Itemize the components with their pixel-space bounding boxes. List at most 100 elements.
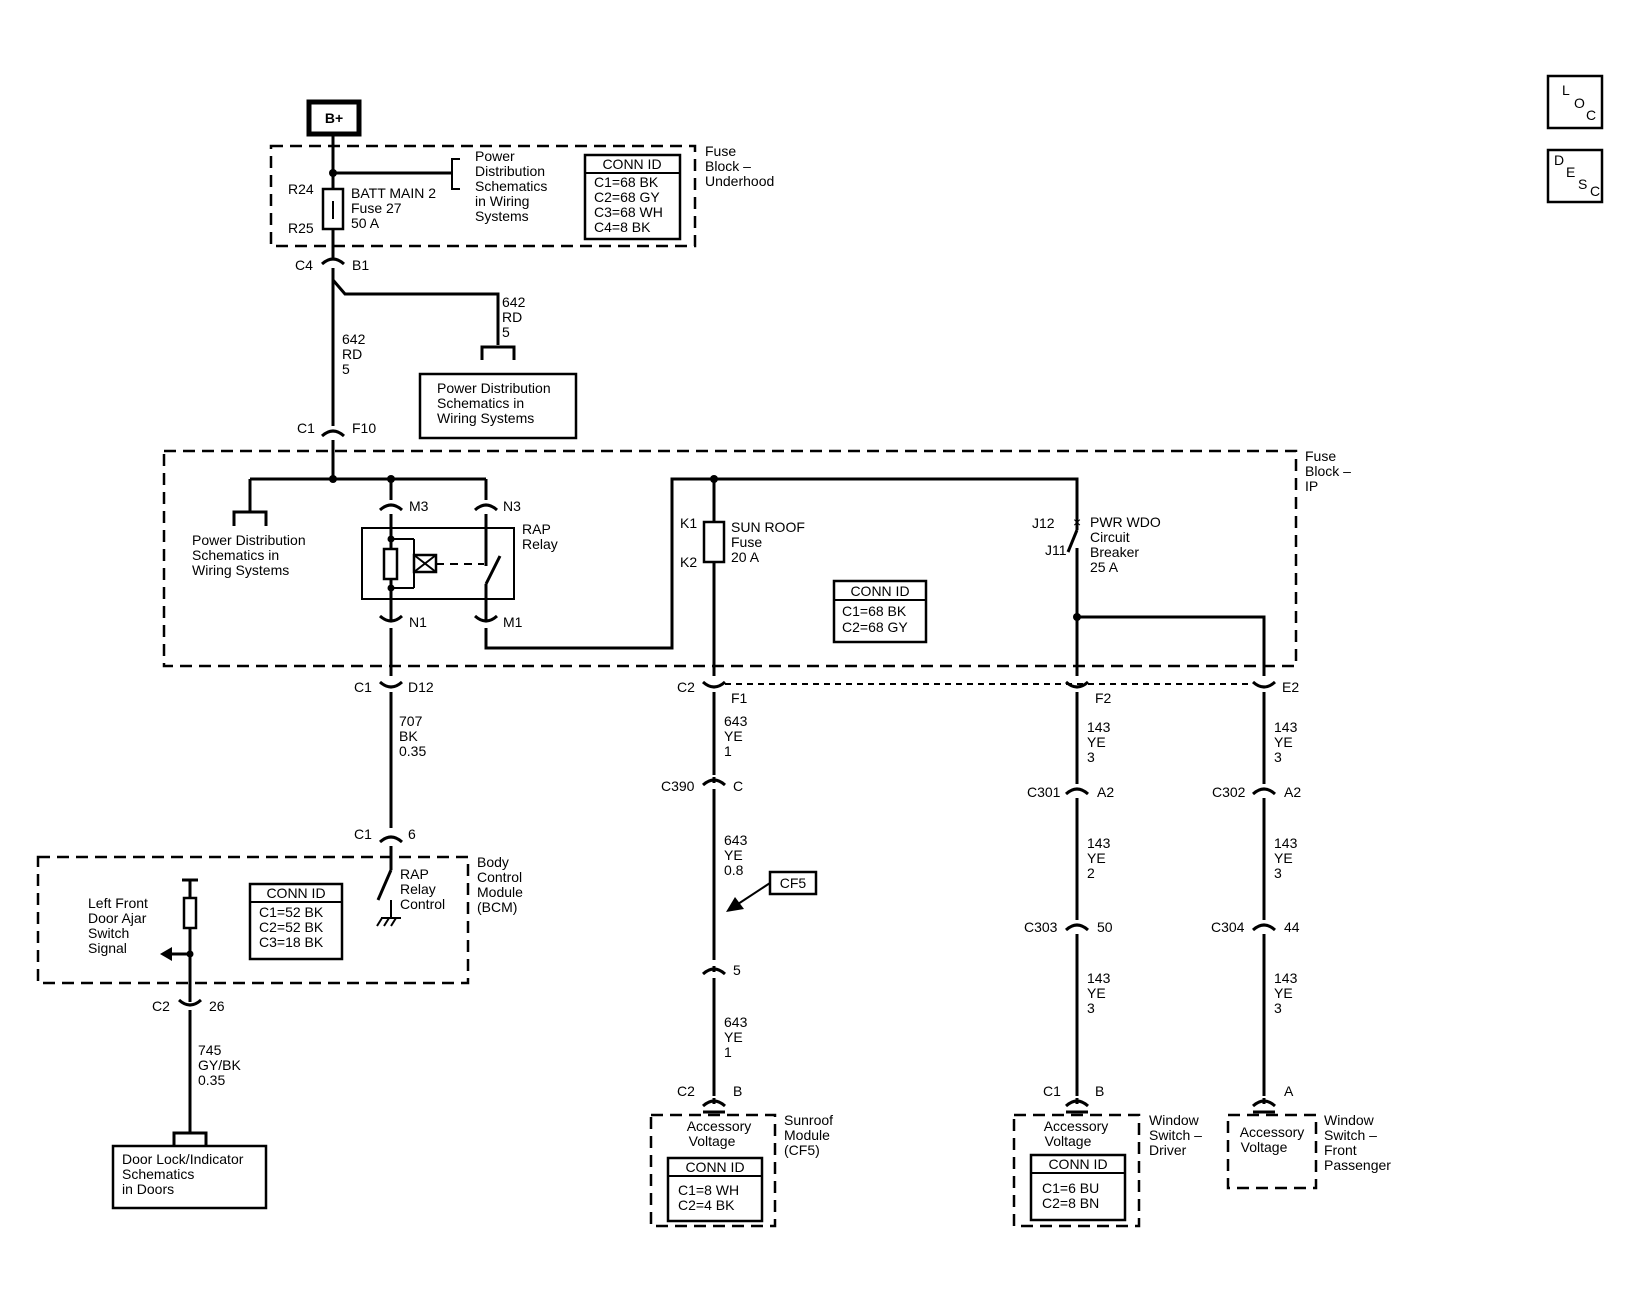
svg-text:RAP: RAP [522, 521, 551, 537]
batt-main-fuse-label: BATT MAIN 2 Fuse 27 50 A [351, 185, 436, 231]
breaker-label: PWR WDO Circuit Breaker 25 A [1090, 514, 1161, 575]
svg-text:Schematics in: Schematics in [437, 395, 524, 411]
svg-text:Wiring Systems: Wiring Systems [437, 410, 534, 426]
svg-text:50: 50 [1097, 919, 1113, 935]
svg-text:Breaker: Breaker [1090, 544, 1139, 560]
svg-text:C1=8 WH: C1=8 WH [678, 1182, 739, 1198]
svg-text:143: 143 [1274, 970, 1298, 986]
svg-text:C1=68 BK: C1=68 BK [594, 174, 659, 190]
svg-text:Schematics: Schematics [122, 1166, 194, 1182]
svg-text:PWR WDO: PWR WDO [1090, 514, 1161, 530]
svg-text:Window: Window [1324, 1112, 1375, 1128]
svg-text:CF5: CF5 [780, 875, 807, 891]
svg-text:C2=68 GY: C2=68 GY [842, 619, 908, 635]
wire-643-a-label: 643 YE 1 [724, 713, 748, 759]
loc-button[interactable]: L O C [1546, 74, 1604, 130]
fuse-block-underhood: Fuse Block – Underhood Power Distributio… [269, 143, 774, 273]
svg-text:Voltage: Voltage [689, 1133, 736, 1149]
wire-143-f-label: 143 YE 3 [1274, 970, 1298, 1016]
window-switch-driver: Accessory Voltage CONN ID C1=6 BU C2=8 B… [1012, 1112, 1202, 1228]
svg-text:Switch: Switch [88, 925, 129, 941]
svg-text:0.35: 0.35 [198, 1072, 225, 1088]
wire-143-d-label: 143 YE 3 [1274, 719, 1298, 765]
svg-text:Systems: Systems [475, 208, 529, 224]
conn-c1-6-label-c: C1 [354, 826, 372, 842]
svg-text:143: 143 [1087, 835, 1111, 851]
svg-text:5: 5 [342, 361, 350, 377]
wire-143-c-label: 143 YE 3 [1087, 970, 1111, 1016]
underhood-name: Fuse Block – Underhood [705, 143, 774, 189]
svg-text:C1: C1 [354, 679, 372, 695]
svg-text:707: 707 [399, 713, 423, 729]
svg-text:Wiring Systems: Wiring Systems [192, 562, 289, 578]
svg-text:C3=68 WH: C3=68 WH [594, 204, 663, 220]
svg-text:A2: A2 [1284, 784, 1301, 800]
svg-text:D: D [1554, 152, 1564, 168]
conn-c1-6-label-p: 6 [408, 826, 416, 842]
terminal-n3: N3 [503, 498, 521, 514]
svg-text:(CF5): (CF5) [784, 1142, 820, 1158]
sunroof-fuse-label: SUN ROOF Fuse 20 A [731, 519, 805, 565]
svg-text:Module: Module [784, 1127, 830, 1143]
svg-text:Schematics: Schematics [475, 178, 547, 194]
wire-642-branch-label: 642 RD 5 [502, 294, 526, 340]
svg-text:Control: Control [477, 869, 522, 885]
svg-text:A: A [1284, 1083, 1294, 1099]
svg-text:YE: YE [724, 847, 743, 863]
svg-text:143: 143 [1087, 719, 1111, 735]
svg-text:Power Distribution: Power Distribution [437, 380, 551, 396]
svg-text:3: 3 [1274, 865, 1282, 881]
svg-text:Door Ajar: Door Ajar [88, 910, 147, 926]
terminal-n1: N1 [409, 614, 427, 630]
terminal-m3: M3 [409, 498, 429, 514]
svg-text:in Doors: in Doors [122, 1181, 174, 1197]
rap-relay-control-label: RAP Relay Control [400, 866, 445, 912]
sunroof-module: Accessory Voltage CONN ID C1=8 WH C2=4 B… [649, 1112, 833, 1228]
svg-text:C1=6 BU: C1=6 BU [1042, 1180, 1099, 1196]
svg-text:643: 643 [724, 1014, 748, 1030]
svg-text:44: 44 [1284, 919, 1300, 935]
conn-c1-6 [378, 835, 404, 844]
svg-text:1: 1 [724, 1044, 732, 1060]
wire-707-label: 707 BK 0.35 [399, 713, 426, 759]
pds-box: Power Distribution Schematics in Wiring … [418, 372, 578, 440]
svg-text:D12: D12 [408, 679, 434, 695]
wire-143-e-label: 143 YE 3 [1274, 835, 1298, 881]
svg-text:Fuse: Fuse [1305, 448, 1336, 464]
svg-text:C4=8 BK: C4=8 BK [594, 219, 651, 235]
svg-text:Signal: Signal [88, 940, 127, 956]
svg-text:C: C [733, 778, 743, 794]
svg-text:(BCM): (BCM) [477, 899, 517, 915]
svg-text:Window: Window [1149, 1112, 1200, 1128]
svg-text:YE: YE [1087, 734, 1106, 750]
svg-text:Underhood: Underhood [705, 173, 774, 189]
desc-button[interactable]: D E S C [1546, 148, 1604, 204]
svg-text:5: 5 [733, 962, 741, 978]
svg-text:Switch –: Switch – [1324, 1127, 1377, 1143]
ip-conn-id: CONN ID C1=68 BK C2=68 GY [832, 579, 928, 644]
svg-text:C3=18 BK: C3=18 BK [259, 934, 324, 950]
conn-f10: F10 [352, 420, 376, 436]
svg-text:Relay: Relay [522, 536, 558, 552]
svg-text:RAP: RAP [400, 866, 429, 882]
svg-text:Switch –: Switch – [1149, 1127, 1202, 1143]
svg-text:3: 3 [1087, 1000, 1095, 1016]
terminal-j12: J12 [1032, 515, 1055, 531]
svg-text:RD: RD [502, 309, 522, 325]
svg-text:C1: C1 [1043, 1083, 1061, 1099]
svg-text:Relay: Relay [400, 881, 436, 897]
wire-745-label: 745 GY/BK 0.35 [198, 1042, 241, 1088]
svg-text:Driver: Driver [1149, 1142, 1187, 1158]
svg-text:C301: C301 [1027, 784, 1061, 800]
svg-text:B+: B+ [325, 110, 343, 126]
bcm-name: Body Control Module (BCM) [477, 854, 523, 915]
svg-text:C304: C304 [1211, 919, 1245, 935]
sunroof-branch: 643 YE 1 C390 C 643 YE 0.8 CF5 5 643 YE … [661, 713, 818, 1114]
bcm-conn-id: CONN ID C1=52 BK C2=52 BK C3=18 BK [248, 882, 344, 961]
svg-text:50 A: 50 A [351, 215, 380, 231]
svg-text:YE: YE [1087, 985, 1106, 1001]
svg-text:Voltage: Voltage [1045, 1133, 1092, 1149]
svg-text:in Wiring: in Wiring [475, 193, 529, 209]
svg-text:CONN ID: CONN ID [602, 156, 661, 172]
